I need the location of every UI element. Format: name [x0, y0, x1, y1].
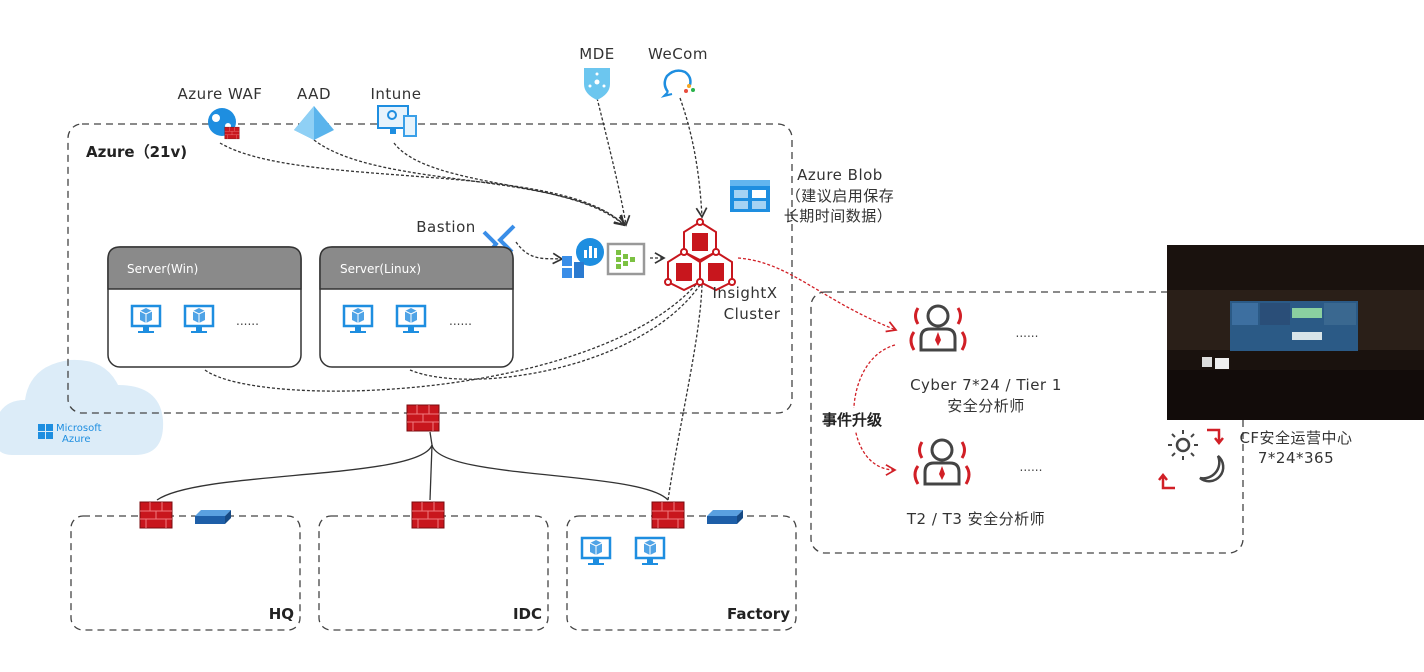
wan-links — [156, 431, 669, 501]
tier23-analyst-icon — [913, 438, 971, 486]
log-analytics-icon — [606, 242, 646, 276]
intune-device-icon — [377, 105, 417, 137]
site-factory-label: Factory — [727, 605, 790, 623]
escalation-label: 事件升级 — [822, 411, 883, 429]
server-linux-title: Server(Linux) — [340, 262, 421, 276]
hq-switch-icon — [195, 510, 231, 524]
mde: MDE — [579, 45, 614, 100]
soc-room-photo — [1167, 245, 1424, 420]
wecom-chat-icon — [660, 69, 695, 98]
soc-center-label-2: 7*24*365 — [1258, 449, 1334, 467]
cluster-label-2: Cluster — [724, 305, 781, 323]
soc-center-label-1: CF安全运营中心 — [1239, 429, 1352, 447]
server-win-title: Server(Win) — [127, 262, 198, 276]
tier1-label-1: Cyber 7*24 / Tier 1 — [910, 376, 1062, 394]
blob-storage-icon — [730, 180, 770, 212]
cluster-label-1: InsightX — [712, 284, 777, 302]
aad: AAD — [294, 85, 334, 140]
aad-label: AAD — [297, 85, 331, 103]
intune: Intune — [370, 85, 421, 137]
wecom-label: WeCom — [648, 45, 708, 63]
site-idc-label: IDC — [513, 605, 542, 623]
cloud-logo-line2: Azure — [62, 434, 90, 445]
mde-label: MDE — [579, 45, 614, 63]
blob-label-3: 长期时间数据） — [784, 207, 893, 225]
bastion-label: Bastion — [416, 218, 476, 236]
firewall-icon — [224, 126, 240, 140]
day-night-cycle-icon — [1158, 428, 1225, 490]
factory-firewall-icon — [651, 501, 685, 529]
tier1-analyst-icon — [909, 304, 967, 352]
server-group-win: Server(Win) ...... — [107, 246, 302, 368]
site-hq-label: HQ — [269, 605, 294, 623]
microsoft-azure-cloud: Microsoft Azure — [0, 359, 164, 455]
tier23-label: T2 / T3 安全分析师 — [906, 510, 1045, 528]
azure-blob: Azure Blob （建议启用保存 长期时间数据） — [730, 166, 894, 225]
factory-switch-icon — [707, 510, 743, 524]
wecom: WeCom — [648, 45, 708, 98]
factory-monitor-icon — [634, 536, 666, 567]
azure-group-title: Azure（21v) — [86, 143, 187, 161]
tier1-more: ...... — [1016, 326, 1039, 340]
tier23-more: ...... — [1020, 460, 1043, 474]
azure-waf: Azure WAF — [178, 85, 263, 140]
soc-group-boundary — [810, 291, 1244, 554]
blob-label-1: Azure Blob — [797, 166, 883, 184]
alert-connector — [737, 257, 898, 333]
intune-label: Intune — [370, 85, 421, 103]
azure-monitor-icon — [562, 238, 604, 278]
blob-label-2: （建议启用保存 — [786, 187, 895, 205]
server-group-linux: Server(Linux) ...... — [319, 246, 514, 368]
factory-monitor-icon — [580, 536, 612, 567]
server-win-more: ...... — [236, 314, 259, 328]
cloud-logo-line1: Microsoft — [56, 423, 102, 434]
hq-firewall-icon — [139, 501, 173, 529]
site-hq — [70, 515, 301, 631]
azure-waf-label: Azure WAF — [178, 85, 263, 103]
core-firewall-icon — [406, 404, 440, 432]
insightx-cluster-icon — [664, 218, 736, 292]
idc-firewall-icon — [411, 501, 445, 529]
windows-logo-icon — [38, 424, 53, 439]
tier1-label-2: 安全分析师 — [947, 397, 1025, 415]
ingest-connectors — [204, 97, 708, 501]
server-linux-more: ...... — [449, 314, 472, 328]
escalation-arrow — [853, 344, 897, 476]
